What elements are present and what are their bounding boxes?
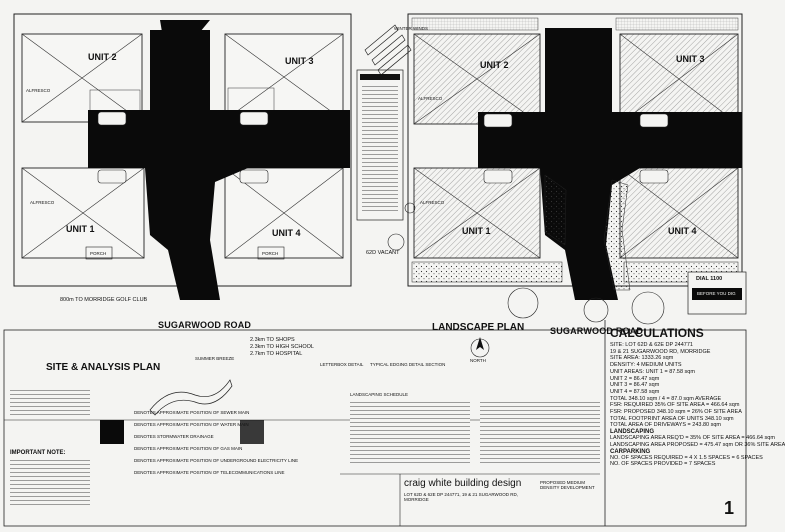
unit-3-roof [224,33,344,121]
notes-text [10,388,90,416]
winter-winds-label: WINTER WINDS [394,26,428,31]
landscape-plan [404,13,747,358]
landscaping-row: LANDSCAPING AREA PROPOSED = 475.47 sqm O… [610,441,785,448]
alfresco-label: ALFRESCO [30,200,55,205]
summer-breeze-label: SUMMER BREEZE [195,356,235,361]
unit-4-label: UNIT 4 [272,228,301,238]
calc-row: 19 & 21 SUGARWOOD RD, MORRIDGE [610,348,711,355]
legend-electricity: DENOTES APPROXIMATE POSITION OF UNDERGRO… [134,458,299,463]
landscaping-title: LANDSCAPING [610,429,655,436]
unit-2-roof [21,33,143,123]
alfresco-label: ALFRESCO [26,88,51,93]
summer-breeze-arrow [149,379,233,416]
distance-school: 2.3km TO HIGH SCHOOL [250,344,314,350]
company-name: craig white building design [404,478,522,489]
project-address: LOT 62D & 62E DP 244771, 19 & 21 SUGARWO… [404,492,519,502]
sheet-number: 1 [724,498,735,518]
calc-row: SITE AREA: 1333.26 sqm [610,355,674,362]
north-arrow [470,337,490,358]
legend-sewer: DENOTES APPROXIMATE POSITION OF SEWER MA… [134,410,250,415]
drawing-sheet [3,13,747,527]
calc-row: DENSITY: 4 MEDIUM UNITS [610,362,682,369]
typical-detail-label: TYPICAL EDGING DETAIL SECTION [370,362,446,367]
unit-3-label: UNIT 3 [285,56,314,66]
calc-row: TOTAL FOOTPRINT AREA OF UNITS 348.10 sqm [610,415,734,422]
road-name-right: SUGARWOOD ROAD [550,326,644,336]
landscape-plan-title: LANDSCAPE PLAN [432,322,525,333]
notes-column [356,69,404,221]
vacant-lot-label: 62D VACANT [366,250,400,256]
dial-before-you-dig: DIAL 1100 [696,276,723,282]
porch-label: PORCH [262,251,279,256]
landscape-schedule [350,400,470,465]
dial-subtitle: BEFORE YOU DIG [697,291,736,296]
calc-row: TOTAL 348.10 sqm / 4 = 87.0 sqm AVERAGE [610,395,722,402]
alfresco-label-landscape: ALFRESCO [418,96,443,101]
plant-schedule [480,400,600,465]
unit-1-label: UNIT 1 [66,224,95,234]
golf-distance: 800m TO MORRIDGE GOLF CLUB [60,297,148,303]
calc-row: SITE: LOT 62D & 62E DP 244771 [610,342,693,348]
parked-cars [97,111,269,184]
calc-row: UNIT 4 = 87.58 sqm [610,388,660,395]
calc-row: FSR: REQUIRED 35% OF SITE AREA = 466.64 … [610,402,740,409]
unit-3-label-landscape: UNIT 3 [676,54,705,64]
legend-water: DENOTES APPROXIMATE POSITION OF WATER MA… [134,422,249,427]
important-note-title: IMPORTANT NOTE: [10,450,66,456]
calc-row: FSR: PROPOSED 348.10 sqm = 26% OF SITE A… [610,409,742,416]
carparking-row: NO. OF SPACES PROVIDED = 7 SPACES [610,461,716,468]
legend-stormwater: DENOTES STORMWATER DRAINAGE [134,434,214,439]
calculations-title: CALCULATIONS [610,326,704,340]
unit-1-label-landscape: UNIT 1 [462,226,491,236]
road-name-left: SUGARWOOD ROAD [158,320,252,330]
legend-telecom: DENOTES APPROXIMATE POSITION OF TELECOMM… [134,470,285,475]
porch-label: PORCH [90,251,107,256]
trees [404,202,665,325]
legend-gas: DENOTES APPROXIMATE POSITION OF GAS MAIN [134,446,243,451]
alfresco-label-landscape: ALFRESCO [420,200,445,205]
distance-shops: 2.3km TO SHOPS [250,337,295,343]
carparking-title: CARPARKING [610,448,651,455]
letterbox-detail-label: LETTERBOX DETAIL [320,362,364,367]
notes-column-text [362,84,398,214]
north-label: NORTH [470,358,486,363]
calc-row: UNIT AREAS: UNIT 1 = 87.58 sqm [610,368,695,375]
winter-winds-arrows [364,24,412,76]
important-note-text [10,458,90,508]
unit-4-label-landscape: UNIT 4 [668,226,697,236]
project-name: PROPOSED MEDIUM DENSITY DEVELOPMENT [540,480,595,490]
site-analysis-plan [13,13,412,416]
calc-row: UNIT 3 = 86.47 sqm [610,382,660,389]
calc-row: TOTAL AREA OF DRIVEWAYS = 243.80 sqm [610,422,722,429]
driveway-right [478,28,742,300]
site-plan-title: SITE & ANALYSIS PLAN [46,362,161,373]
calc-row: UNIT 2 = 86.47 sqm [610,375,660,382]
calculations-table: SITE: LOT 62D & 62E DP 244771 19 & 21 SU… [610,342,785,468]
driveway-left [88,30,350,300]
landscape-schedule-title: LANDSCAPING SCHEDULE [350,392,409,397]
landscaping-row: LANDSCAPING AREA REQ'D = 35% OF SITE ARE… [610,435,775,442]
unit-2-label: UNIT 2 [88,52,117,62]
distance-hospital: 2.7km TO HOSPITAL [250,351,303,357]
carparking-row: NO. OF SPACES REQUIRED = 4 X 1.5 SPACES … [610,454,763,461]
unit-2-label-landscape: UNIT 2 [480,60,509,70]
